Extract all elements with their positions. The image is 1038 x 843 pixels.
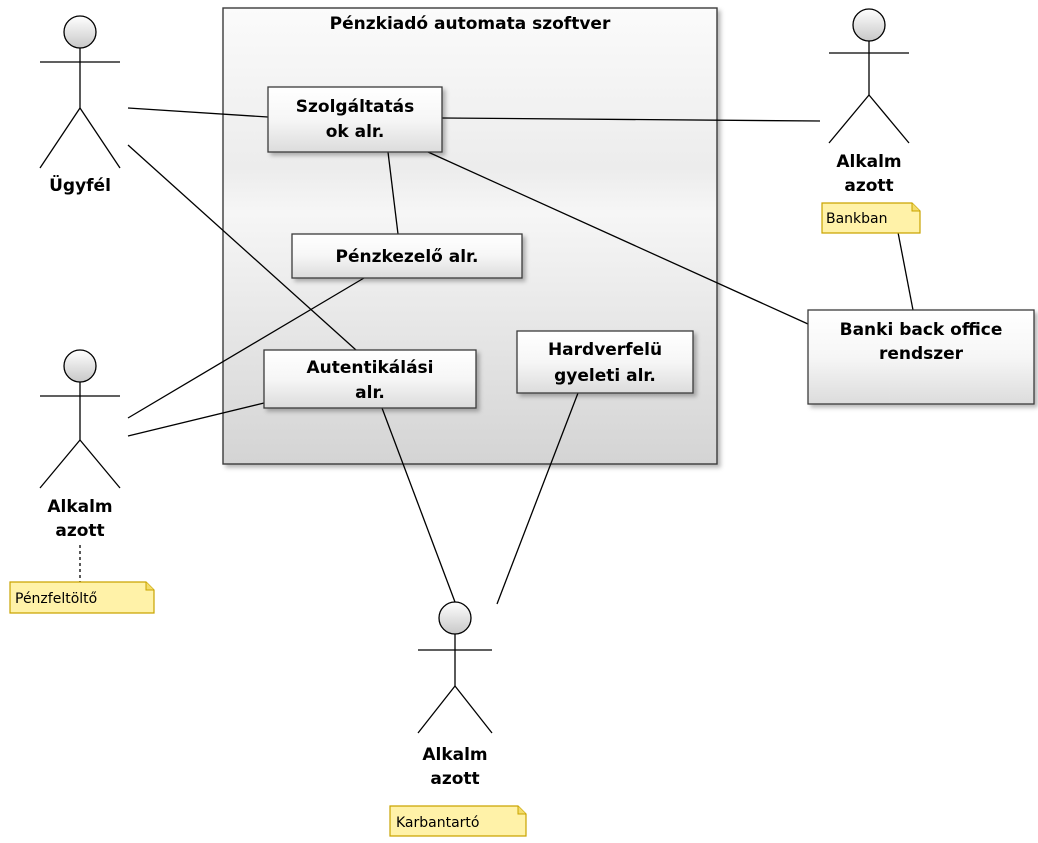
note-bankban-text: Bankban <box>826 211 888 227</box>
line-autentikalasi-alkalmazott <box>127 402 265 437</box>
actor-alkalmazott-karbantarto-line2: azott <box>430 769 479 789</box>
line-ugyfel-szolgaltatasok <box>127 107 269 118</box>
component-banki-line2: rendszer <box>879 344 964 364</box>
actor-ugyfel[interactable]: Ügyfél <box>39 15 121 196</box>
system-title: Pénzkiadó automata szoftver <box>330 14 611 34</box>
actor-alkalmazott-penzfeltolto[interactable]: Alkalm azott <box>39 349 121 541</box>
line-szolgaltatasok-alkalmazott-bankban <box>441 117 821 122</box>
line-alkalmazott-bankban-banki <box>895 221 914 311</box>
line-ugyfel-autentikalasi <box>127 144 357 351</box>
component-banki-line1: Banki back office <box>840 320 1003 340</box>
component-hardverfelugyeleti[interactable]: Hardverfelü gyeleti alr. <box>516 330 694 394</box>
actor-alkalmazott-bankban[interactable]: Alkalm azott <box>828 8 910 196</box>
component-autentikalasi-line1: Autentikálási <box>307 358 434 378</box>
component-banki-back-office[interactable]: Banki back office rendszer <box>807 309 1035 405</box>
line-szolgaltatasok-banki <box>427 151 809 325</box>
actor-head-icon <box>63 349 97 383</box>
component-penzkezelo-line1: Pénzkezelő alr. <box>336 247 479 267</box>
line-autentikalasi-karbantarto <box>381 407 456 603</box>
actor-alkalmazott-karbantarto-line1: Alkalm <box>422 745 487 765</box>
actor-head-icon <box>63 15 97 49</box>
actor-alkalmazott-penzfeltolto-line2: azott <box>55 521 104 541</box>
actor-alkalmazott-penzfeltolto-line1: Alkalm <box>47 497 112 517</box>
associations <box>79 107 914 605</box>
line-penzkezelo-alkalmazott <box>127 277 365 419</box>
component-szolgaltatasok-line1: Szolgáltatás <box>296 97 414 117</box>
actor-alkalmazott-bankban-line2: azott <box>844 176 893 196</box>
component-szolgaltatasok-line2: ok alr. <box>326 122 385 142</box>
actor-head-icon <box>438 601 472 635</box>
note-bankban[interactable]: Bankban <box>821 202 921 234</box>
note-penzfeltolto[interactable]: Pénzfeltöltő <box>9 581 155 614</box>
note-penzfeltolto-text: Pénzfeltöltő <box>15 591 97 607</box>
line-hardver-karbantarto <box>496 392 579 605</box>
component-autentikalasi[interactable]: Autentikálási alr. <box>263 349 477 409</box>
note-icon <box>389 805 527 837</box>
actor-alkalmazott-karbantarto[interactable]: Alkalm azott <box>417 601 493 789</box>
component-penzkezelo[interactable]: Pénzkezelő alr. <box>291 233 523 279</box>
component-hardverfelugyeleti-line2: gyeleti alr. <box>554 366 656 386</box>
actor-ugyfel-label: Ügyfél <box>49 174 111 196</box>
component-autentikalasi-line2: alr. <box>355 383 385 403</box>
note-icon <box>9 581 155 614</box>
actor-alkalmazott-bankban-line1: Alkalm <box>836 152 901 172</box>
component-hardverfelugyeleti-line1: Hardverfelü <box>548 340 662 360</box>
actor-head-icon <box>852 8 886 42</box>
line-szolgaltatasok-penzkezelo <box>387 151 399 235</box>
note-icon <box>821 202 921 234</box>
note-karbantarto[interactable]: Karbantartó <box>389 805 527 837</box>
note-karbantarto-text: Karbantartó <box>396 815 480 831</box>
component-szolgaltatasok[interactable]: Szolgáltatás ok alr. <box>267 86 443 153</box>
